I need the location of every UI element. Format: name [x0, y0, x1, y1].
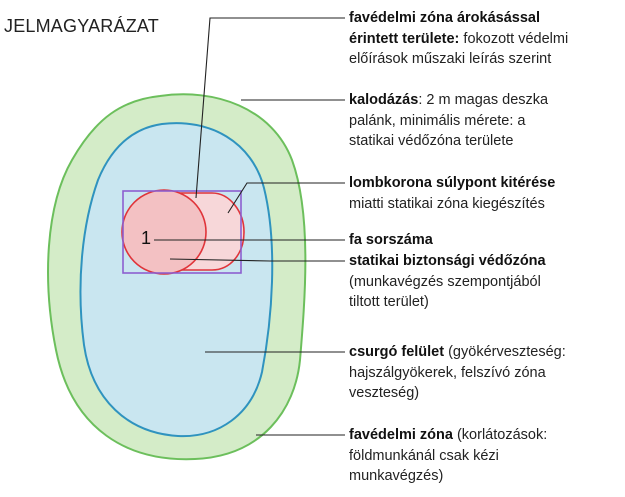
leader-line-safety-zone: [169, 258, 345, 262]
legend-item-crown-offset: lombkorona súlypont kitérése miatti stat…: [349, 173, 555, 214]
legend-crown-offset-line2: miatti statikai zóna kiegészítés: [349, 195, 545, 212]
legend-item-fence: kalodázás: 2 m magas deszka palánk, mini…: [349, 90, 548, 152]
legend-drip-zone-line3: veszteség): [349, 385, 420, 401]
legend-item-trench-zone: favédelmi zóna árokásással érintett terü…: [349, 8, 568, 70]
legend-fence-line2: palánk, minimális mérete: a: [349, 112, 526, 129]
legend-crown-offset-line1: lombkorona súlypont kitérése: [349, 175, 556, 191]
legend-protection-zone-line3: munkavégzés): [349, 468, 444, 484]
legend-drip-zone-line1-rest: (gyökérveszteség:: [444, 344, 566, 360]
legend-fence-line1-rest: : 2 m magas deszka: [418, 92, 549, 108]
legend-protection-zone-line1-bold: favédelmi zóna: [349, 427, 453, 443]
legend-drip-zone-line1-bold: csurgó felület: [349, 344, 445, 360]
tree-number-label: 1: [141, 228, 151, 248]
legend-trench-zone-line3: előírások műszaki leírás szerint: [349, 51, 552, 67]
legend-protection-zone-line2: földmunkánál csak kézi: [349, 447, 499, 464]
legend-trench-zone-line2-rest: fokozott védelmi: [459, 30, 569, 47]
legend-safety-zone-line2: (munkavégzés szempontjából: [349, 273, 541, 290]
leader-line-trench-zone: [195, 17, 345, 199]
legend-trench-zone-line2-bold: érintett területe:: [349, 30, 460, 47]
legend-protection-zone-line1-rest: (korlátozások:: [452, 427, 548, 443]
legend-safety-zone-line1: statikai biztonsági védőzóna: [349, 253, 546, 269]
legend-trench-zone-line1: favédelmi zóna árokásással: [349, 10, 541, 26]
legend-item-drip-zone: csurgó felület (gyökérveszteség: hajszál…: [349, 342, 566, 404]
legend-fence-line1-bold: kalodázás: [349, 92, 419, 108]
legend-item-safety-zone: statikai biztonsági védőzóna (munkavégzé…: [349, 251, 546, 313]
drip-zone-shape: [79, 122, 274, 438]
legend-item-tree-number: fa sorszáma: [349, 230, 433, 251]
legend-drip-zone-line2: hajszálgyökerek, felszívó zóna: [349, 364, 546, 381]
legend-safety-zone-line3: tiltott terület): [349, 294, 429, 310]
legend-title: JELMAGYARÁZAT: [4, 16, 159, 36]
legend-tree-number-line1: fa sorszáma: [349, 232, 433, 248]
fence-rectangle: [122, 190, 242, 274]
leader-line-crown-offset: [227, 182, 345, 214]
legend-item-protection-zone: favédelmi zóna (korlátozások: földmunkán…: [349, 425, 547, 487]
safety-zone-shape: [121, 189, 207, 275]
legend-fence-line3: statikai védőzóna területe: [349, 133, 514, 149]
